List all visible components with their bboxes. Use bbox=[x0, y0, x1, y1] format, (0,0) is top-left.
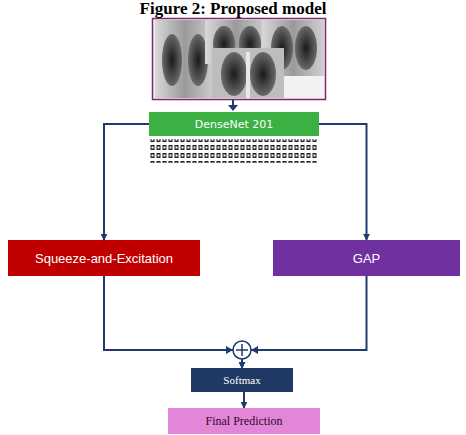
node-label: Softmax bbox=[223, 374, 260, 386]
pooling-box: GAP bbox=[273, 240, 460, 276]
flow-arrow bbox=[243, 392, 245, 408]
softmax-box: Softmax bbox=[191, 368, 293, 392]
figure-title: Figure 2: Proposed model bbox=[0, 0, 466, 18]
flow-arrow bbox=[319, 124, 367, 240]
attention-box: Squeeze-and-Excitation bbox=[8, 240, 200, 276]
node-label: DenseNet 201 bbox=[195, 118, 274, 131]
node-label: Squeeze-and-Excitation bbox=[35, 251, 173, 266]
flow-arrow bbox=[104, 276, 242, 368]
backbone-box: DenseNet 201 bbox=[149, 112, 319, 136]
node-label: GAP bbox=[353, 251, 380, 266]
output-box: Final Prediction bbox=[168, 408, 320, 434]
flow-arrow bbox=[104, 124, 149, 240]
node-label: Final Prediction bbox=[206, 414, 283, 429]
flow-arrow bbox=[242, 276, 367, 368]
